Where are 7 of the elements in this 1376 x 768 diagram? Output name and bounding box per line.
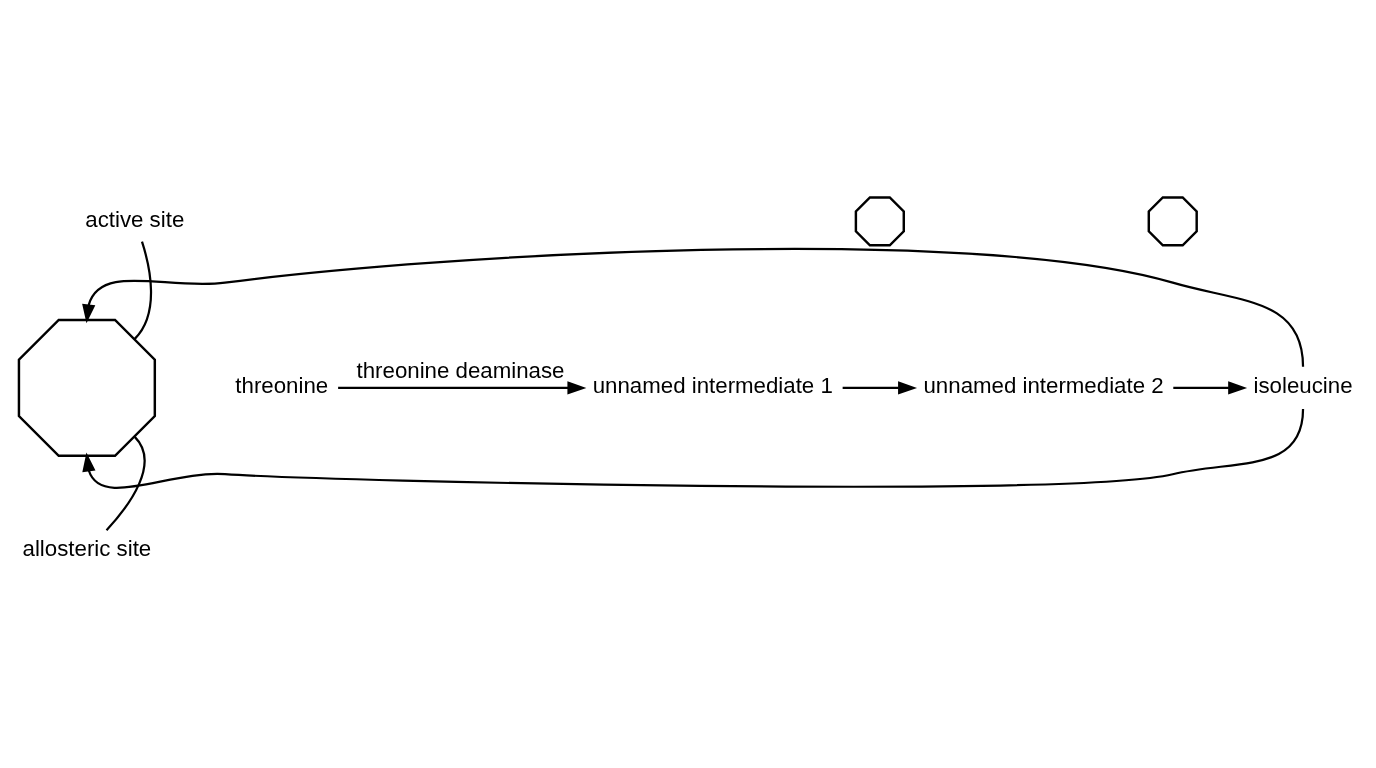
node-text: unnamed intermediate 1 [592, 373, 833, 399]
node-text: unnamed intermediate 2 [923, 373, 1164, 399]
edge-label: threonine deaminase [356, 357, 565, 383]
node-text: active site [85, 206, 185, 232]
node-text: threonine [235, 373, 329, 399]
node-text: allosteric site [22, 536, 152, 562]
node-text: isoleucine [1253, 373, 1353, 399]
